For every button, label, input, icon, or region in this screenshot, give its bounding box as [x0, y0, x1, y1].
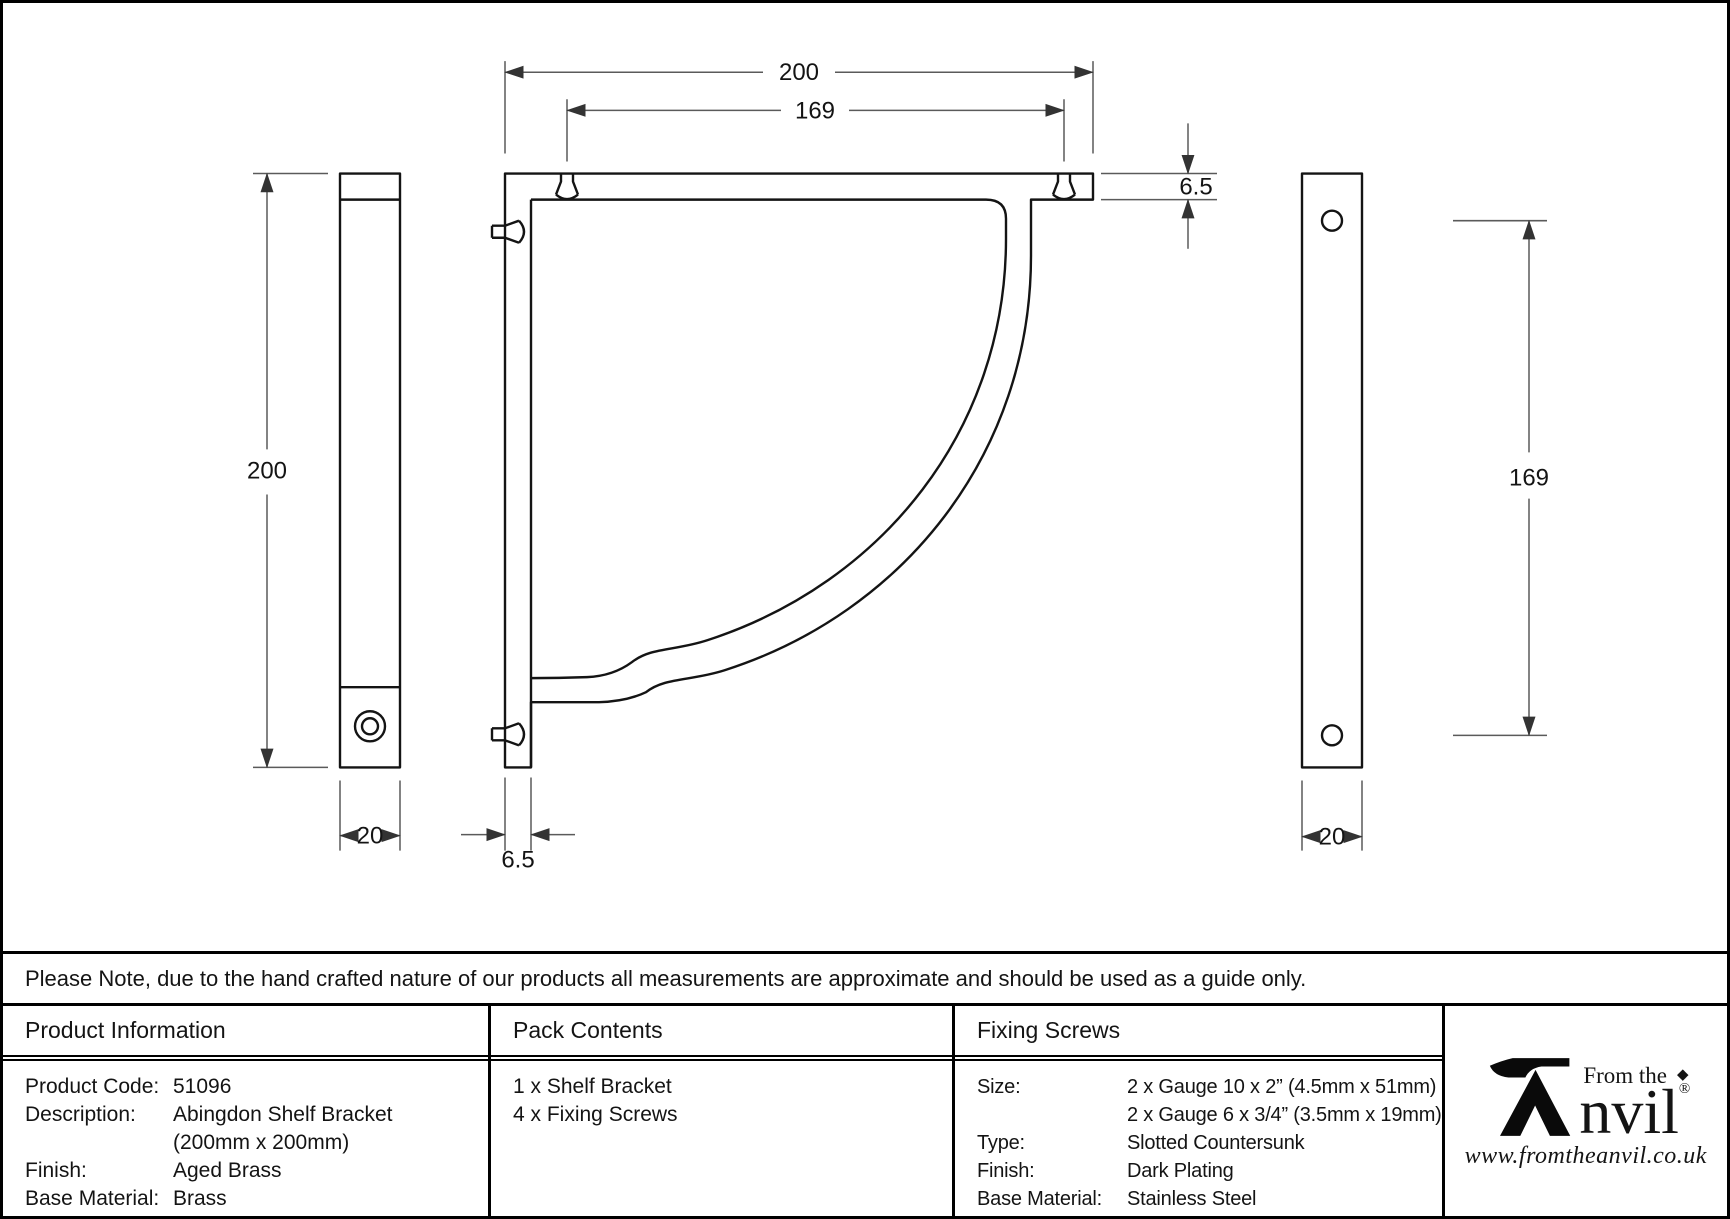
measurement-note: Please Note, due to the hand crafted nat…: [3, 954, 1727, 1006]
row-value: 2 x Gauge 6 x 3/4” (3.5mm x 19mm): [1127, 1103, 1442, 1126]
row-value: Dark Plating: [1127, 1159, 1234, 1182]
row-value: 51096: [173, 1075, 232, 1098]
screw-arm-left: [554, 174, 580, 201]
row-value: Stainless Steel: [1127, 1187, 1257, 1210]
row-value: Slotted Countersunk: [1127, 1131, 1305, 1154]
row-label: Product Code:: [25, 1075, 160, 1098]
screw-arm-right: [1051, 174, 1077, 201]
brand-url: www.fromtheanvil.co.uk: [1464, 1142, 1707, 1169]
dim-plate-width: 20: [339, 780, 401, 851]
dim-arm-thickness: 6.5: [1101, 123, 1217, 249]
dim-label-plate-width: 20: [357, 823, 384, 850]
dim-screw-spacing: 169: [566, 97, 1065, 162]
row-label: Finish:: [25, 1159, 87, 1182]
pack-contents-column: Pack Contents 1 x Shelf Bracket 4 x Fixi…: [491, 1006, 955, 1216]
product-information-column: Product Information Product Code: 51096 …: [3, 1006, 491, 1216]
dim-label-hole-spacing: 169: [1509, 464, 1549, 491]
main-view: [490, 172, 1095, 769]
dim-arm-length: 200: [504, 59, 1094, 154]
dim-label-screw-spacing: 169: [795, 97, 835, 124]
info-table: Product Information Product Code: 51096 …: [3, 1006, 1727, 1216]
screw-plate-top: [490, 219, 526, 244]
fixing-screws-header: Fixing Screws: [955, 1006, 1442, 1061]
dim-label-arm-thickness: 6.5: [1179, 174, 1212, 201]
registered-mark: ®: [1678, 1080, 1691, 1097]
pack-contents-header: Pack Contents: [491, 1006, 952, 1061]
dim-plate-height: 200: [247, 172, 328, 769]
product-information-header: Product Information: [3, 1006, 488, 1061]
anvil-icon: [1490, 1057, 1571, 1136]
row-value: Brass: [173, 1187, 227, 1210]
screw-plate-bottom: [490, 722, 526, 747]
dim-label-arm-length: 200: [779, 59, 819, 86]
row-value: 2 x Gauge 10 x 2” (4.5mm x 51mm): [1127, 1075, 1437, 1098]
technical-drawing: 200 20: [247, 59, 1549, 874]
back-view-hole-bottom: [1320, 724, 1344, 747]
from-the-anvil-logo: From the ◆ nvil ® www.fromtheanvil.co.uk: [1465, 1053, 1707, 1170]
technical-drawing-area: 200 20: [3, 3, 1727, 954]
dim-label-back-width: 20: [1319, 824, 1346, 851]
dim-label-plate-height: 200: [247, 457, 287, 484]
dim-hole-spacing: 169: [1453, 219, 1549, 737]
note-text: Please Note, due to the hand crafted nat…: [25, 965, 1307, 991]
row-label: Type:: [977, 1131, 1025, 1154]
pack-contents-body: 1 x Shelf Bracket 4 x Fixing Screws: [491, 1061, 952, 1216]
dim-plate-thickness: 6.5: [461, 777, 575, 874]
row-value: Aged Brass: [173, 1159, 282, 1182]
side-view: [338, 172, 402, 769]
row-label: Finish:: [977, 1159, 1035, 1182]
dim-back-width: 20: [1301, 780, 1363, 851]
side-view-hole-outer: [353, 710, 387, 743]
row-label: Base Material:: [977, 1187, 1103, 1210]
pack-item: 1 x Shelf Bracket: [513, 1075, 672, 1098]
brand-name: nvil: [1579, 1075, 1679, 1147]
row-label: Size:: [977, 1075, 1021, 1098]
side-view-hole-inner: [360, 717, 380, 736]
row-value: (200mm x 200mm): [173, 1131, 350, 1154]
back-view: [1300, 172, 1364, 769]
back-view-hole-top: [1320, 209, 1344, 232]
product-information-body: Product Code: 51096 Description: Abingdo…: [3, 1061, 488, 1216]
dim-label-plate-thickness: 6.5: [501, 847, 534, 874]
fixing-screws-body: Size: 2 x Gauge 10 x 2” (4.5mm x 51mm) 2…: [955, 1061, 1442, 1216]
brand-prefix: From the: [1583, 1062, 1668, 1088]
pack-item: 4 x Fixing Screws: [513, 1103, 678, 1126]
fixing-screws-column: Fixing Screws Size: 2 x Gauge 10 x 2” (4…: [955, 1006, 1445, 1216]
row-label: Description:: [25, 1103, 136, 1126]
diamond-icon: ◆: [1677, 1067, 1689, 1084]
row-value: Abingdon Shelf Bracket: [173, 1103, 393, 1126]
brand-column: From the ◆ nvil ® www.fromtheanvil.co.uk: [1445, 1006, 1727, 1216]
row-label: Base Material:: [25, 1187, 160, 1210]
